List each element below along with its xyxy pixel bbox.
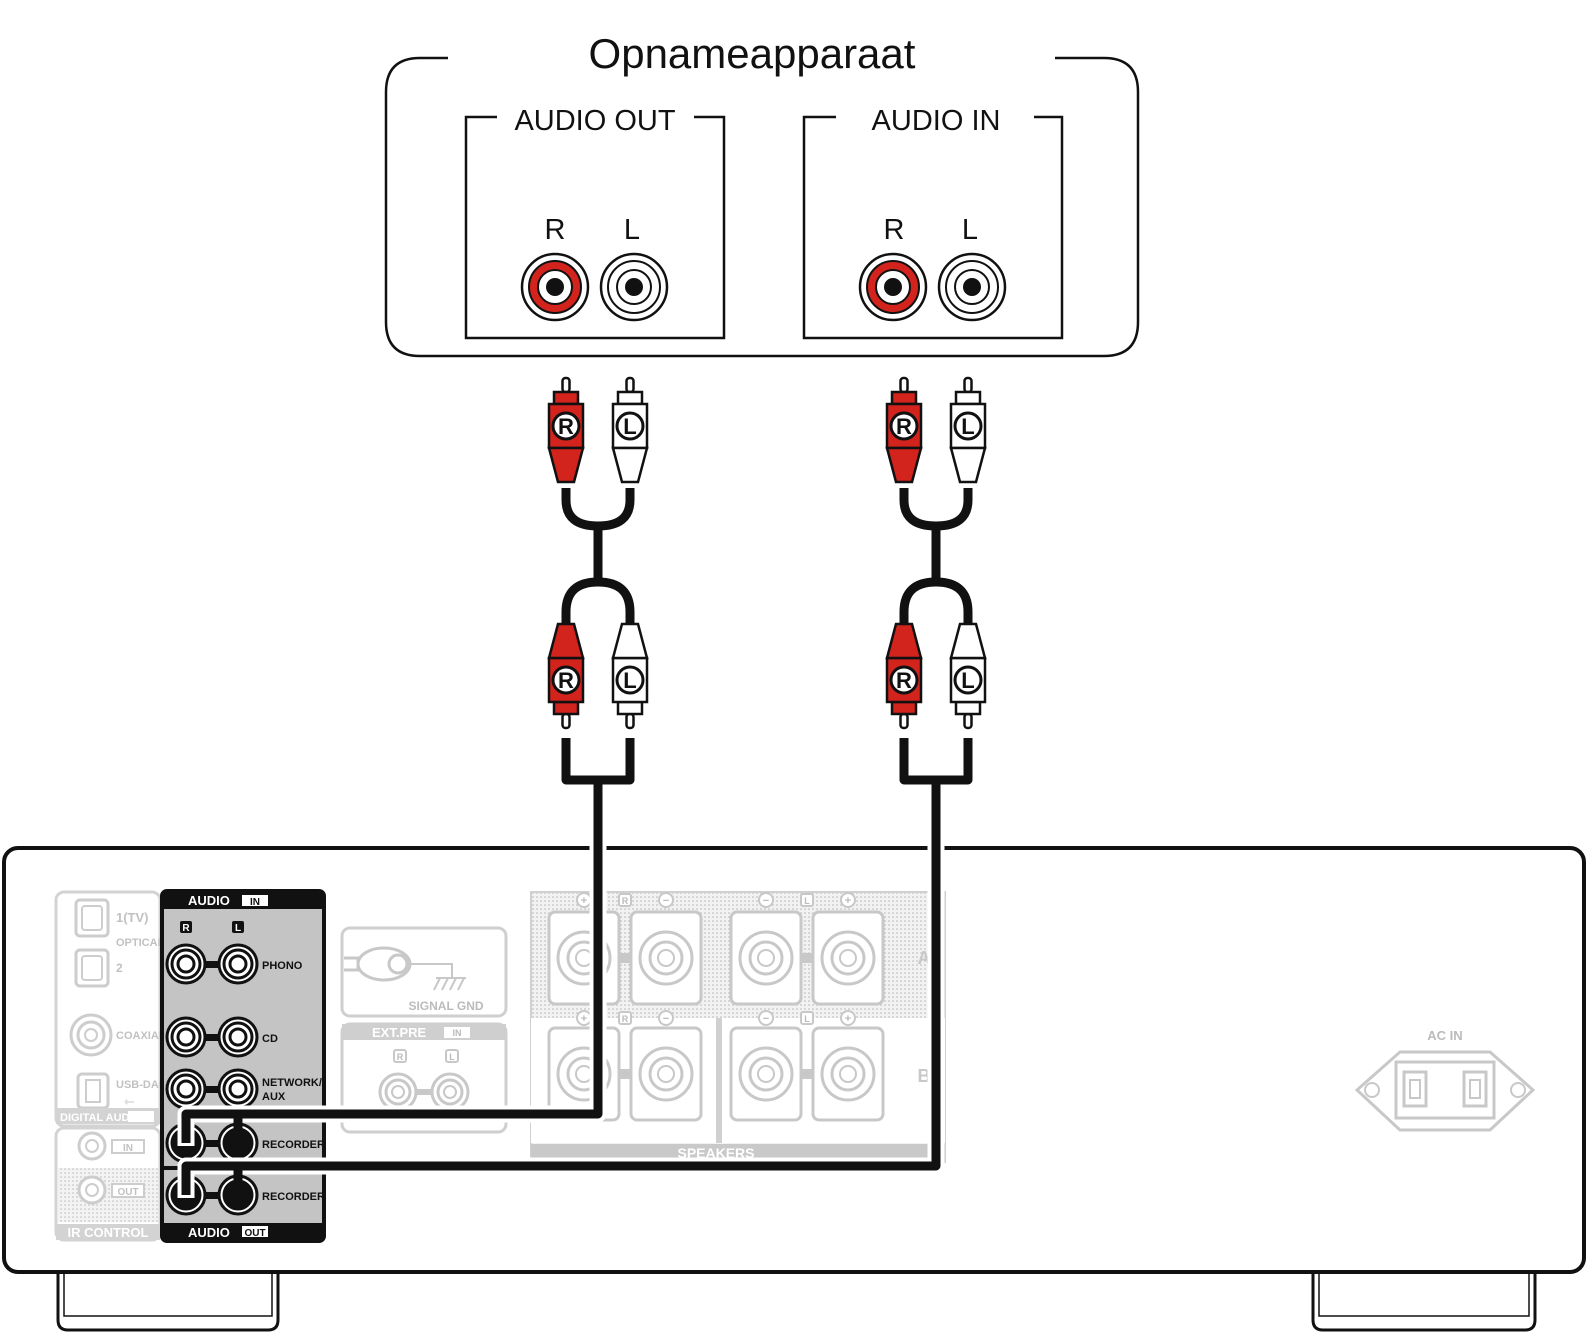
- audio-out-r-label: R: [545, 214, 566, 246]
- cable-2-top-r-plug-label: R: [896, 414, 912, 439]
- cable-2-bottom-r-plug-label: R: [896, 668, 912, 693]
- right-foot: [1311, 1268, 1537, 1332]
- optical-1-label: 1(TV): [116, 910, 149, 925]
- audio-in-header: AUDIO: [188, 893, 230, 908]
- left-foot: [56, 1268, 280, 1332]
- recorder-audio-in-panel: AUDIO IN R L: [802, 105, 1064, 340]
- signal-gnd-ext-pre: SIGNAL GND EXT.PRE IN R L: [340, 926, 508, 1134]
- phono-jacks[interactable]: [165, 943, 259, 985]
- digital-audio-section: 1(TV) OPTICAL 2 COAXIAL USB-DAC ⇽ DIGITA…: [54, 890, 167, 1242]
- cable-1-bottom-r-plug[interactable]: R: [547, 622, 585, 730]
- recorder-in-label: RECORDER: [262, 1139, 325, 1151]
- rca-plugs: R L R L R L R L: [547, 376, 987, 730]
- speaker-a-r-label: R: [622, 896, 629, 906]
- speaker-b-l-label: L: [804, 1014, 810, 1024]
- ir-out-label: OUT: [117, 1187, 138, 1198]
- svg-text:+: +: [581, 895, 587, 907]
- recorder-audio-out-panel: AUDIO OUT R L: [464, 105, 726, 340]
- recorder-out-label: RECORDER: [262, 1191, 325, 1203]
- speaker-a-label: A: [918, 948, 931, 968]
- audio-in-l-label: L: [962, 214, 978, 246]
- cable-1-bottom-r-plug-label: R: [558, 668, 574, 693]
- cable-1-top-l-plug[interactable]: L: [611, 376, 649, 484]
- speakers-label: SPEAKERS: [677, 1145, 754, 1161]
- speaker-b-label: B: [918, 1066, 931, 1086]
- optical-2-label: 2: [116, 961, 123, 975]
- svg-text:+: +: [581, 1013, 587, 1025]
- ir-in-label: IN: [123, 1143, 133, 1154]
- panel-l-label: L: [235, 923, 241, 934]
- network-aux-jacks[interactable]: [165, 1068, 259, 1110]
- audio-in-tag: IN: [250, 897, 260, 908]
- cable-1-top-r-plug-label: R: [558, 414, 574, 439]
- speaker-b-r-label: R: [622, 1014, 629, 1024]
- cable-2-bottom-l-plug[interactable]: L: [949, 622, 987, 730]
- svg-text:+: +: [845, 895, 851, 907]
- phono-label: PHONO: [262, 960, 303, 972]
- usb-dac-label: USB-DAC: [116, 1079, 167, 1091]
- audio-out-footer: AUDIO: [188, 1225, 230, 1240]
- audio-in-label: AUDIO IN: [872, 105, 1001, 137]
- speaker-a-l-label: L: [804, 896, 810, 906]
- svg-text:−: −: [763, 1013, 769, 1025]
- ir-control-label: IR CONTROL: [68, 1225, 149, 1240]
- audio-out-l-label: L: [624, 214, 640, 246]
- svg-text:−: −: [663, 1013, 669, 1025]
- cable-1-wire: [181, 780, 603, 1143]
- optical-label: OPTICAL: [116, 937, 165, 949]
- audio-out-tag: OUT: [244, 1228, 265, 1239]
- cable-2-bottom-r-plug[interactable]: R: [885, 622, 923, 730]
- ext-pre-l-label: L: [449, 1052, 455, 1062]
- cd-jacks[interactable]: [165, 1016, 259, 1058]
- coaxial-label: COAXIAL: [116, 1030, 166, 1042]
- cable-2-wire: [181, 780, 941, 1195]
- audio-in-r-label: R: [884, 214, 905, 246]
- audio-out-r-jack[interactable]: [520, 252, 590, 322]
- signal-gnd-label: SIGNAL GND: [408, 999, 483, 1013]
- cable-1-bottom-l-plug-label: L: [623, 668, 636, 693]
- ac-in-label: AC IN: [1427, 1028, 1462, 1043]
- network-label-2: AUX: [262, 1091, 286, 1103]
- usb-icon: ⇽: [124, 1094, 135, 1109]
- ac-in-socket: AC IN: [1354, 1028, 1536, 1132]
- cable-2-top-r-plug[interactable]: R: [885, 376, 923, 484]
- digital-audio-label: DIGITAL AUDIO: [60, 1112, 142, 1124]
- network-label-1: NETWORK/: [262, 1077, 322, 1089]
- cd-label: CD: [262, 1033, 278, 1045]
- cable-2-top-l-plug-label: L: [961, 414, 974, 439]
- ext-pre-label: EXT.PRE: [372, 1025, 427, 1040]
- audio-out-l-jack[interactable]: [599, 252, 669, 322]
- cable-1-bottom-l-plug[interactable]: L: [611, 622, 649, 730]
- recorder-device: Opnameapparaat AUDIO OUT R L AUDIO: [384, 30, 1140, 358]
- ext-pre-in-tag: IN: [453, 1028, 462, 1038]
- audio-in-l-jack[interactable]: [937, 252, 1007, 322]
- cable-1-top-l-plug-label: L: [623, 414, 636, 439]
- panel-r-label: R: [182, 923, 190, 934]
- cable-2-top-l-plug[interactable]: L: [949, 376, 987, 484]
- svg-text:+: +: [845, 1013, 851, 1025]
- cable-2-bottom-l-plug-label: L: [961, 668, 974, 693]
- svg-text:−: −: [663, 895, 669, 907]
- audio-out-label: AUDIO OUT: [514, 105, 675, 137]
- audio-in-r-jack[interactable]: [858, 252, 928, 322]
- recorder-title: Opnameapparaat: [589, 30, 916, 77]
- svg-text:−: −: [763, 895, 769, 907]
- ext-pre-r-label: R: [397, 1052, 404, 1062]
- amplifier-rear-panel: 1(TV) OPTICAL 2 COAXIAL USB-DAC ⇽ DIGITA…: [2, 846, 1586, 1332]
- cable-1-top-r-plug[interactable]: R: [547, 376, 585, 484]
- cable-wires: [177, 488, 973, 1198]
